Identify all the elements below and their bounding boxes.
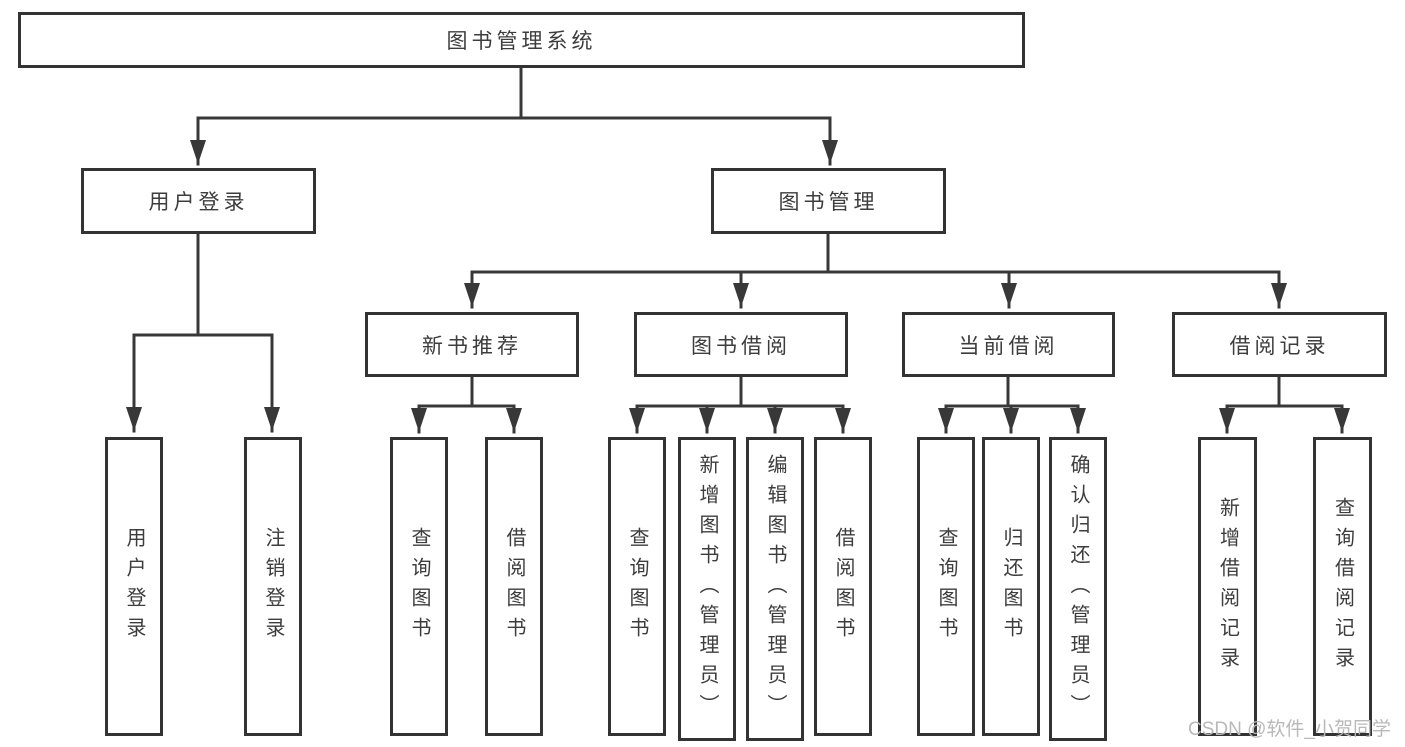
leaf-confirm-return-admin: 确认归还（管理员） [1049, 437, 1107, 741]
leaf-borrow-book-rec: 借阅图书 [485, 437, 543, 736]
leaf-add-borrow-record-label: 新增借阅记录 [1216, 496, 1239, 677]
leaf-query-borrow-record: 查询借阅记录 [1313, 437, 1372, 736]
csdn-watermark: CSDN @软件_小贺同学 [1188, 719, 1391, 740]
node-current-borrow: 当前借阅 [902, 312, 1115, 377]
node-borrow-records: 借阅记录 [1172, 312, 1387, 377]
node-book-borrow-label: 图书借阅 [691, 334, 791, 358]
leaf-query-book-borrow: 查询图书 [608, 437, 666, 736]
leaf-query-book-borrow-label: 查询图书 [626, 526, 648, 647]
node-root: 图书管理系统 [18, 12, 1025, 68]
leaf-user-login-label: 用户登录 [123, 526, 145, 647]
leaf-query-book-rec: 查询图书 [390, 437, 448, 736]
node-borrow-records-label: 借阅记录 [1229, 334, 1330, 358]
node-user-login: 用户登录 [81, 168, 316, 234]
leaf-borrow-book-borrow-label: 借阅图书 [832, 526, 854, 647]
leaf-logout: 注销登录 [244, 437, 302, 736]
node-user-login-label: 用户登录 [148, 191, 249, 214]
leaf-query-book-current-label: 查询图书 [935, 526, 957, 647]
leaf-add-book-admin: 新增图书（管理员） [678, 437, 736, 741]
leaf-borrow-book-borrow: 借阅图书 [814, 437, 872, 736]
leaf-add-book-admin-label: 新增图书（管理员） [696, 454, 718, 724]
leaf-user-login: 用户登录 [105, 437, 163, 736]
node-new-book-rec-label: 新书推荐 [422, 334, 522, 358]
leaf-query-borrow-record-label: 查询借阅记录 [1331, 496, 1354, 677]
leaf-return-book: 归还图书 [982, 437, 1040, 736]
node-book-borrow: 图书借阅 [634, 312, 848, 377]
leaf-edit-book-admin-label: 编辑图书（管理员） [764, 454, 786, 724]
leaf-query-book-rec-label: 查询图书 [408, 526, 430, 647]
node-current-borrow-label: 当前借阅 [958, 334, 1059, 358]
leaf-add-borrow-record: 新增借阅记录 [1198, 437, 1257, 736]
leaf-query-book-current: 查询图书 [917, 437, 975, 736]
node-root-label: 图书管理系统 [446, 30, 597, 53]
node-new-book-rec: 新书推荐 [365, 312, 579, 377]
leaf-borrow-book-rec-label: 借阅图书 [503, 526, 525, 647]
leaf-logout-label: 注销登录 [262, 526, 284, 647]
leaf-confirm-return-admin-label: 确认归还（管理员） [1067, 454, 1089, 724]
leaf-edit-book-admin: 编辑图书（管理员） [746, 437, 804, 741]
node-book-mgmt-label: 图书管理 [778, 191, 879, 214]
node-book-mgmt: 图书管理 [711, 168, 946, 234]
leaf-return-book-label: 归还图书 [1000, 526, 1022, 647]
